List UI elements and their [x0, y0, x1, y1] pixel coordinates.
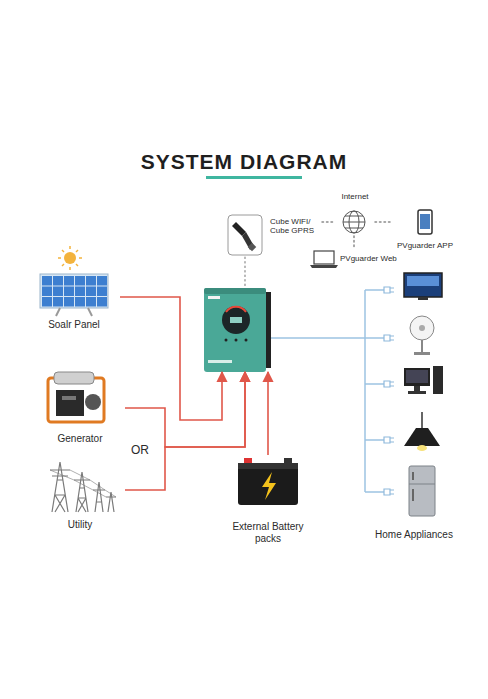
connector-line [267, 372, 269, 455]
fridge-icon [409, 466, 435, 516]
connector-line [120, 297, 222, 420]
connector-line [353, 236, 355, 247]
solar-source: Soalr Panel [28, 244, 120, 332]
battery-icon [238, 458, 298, 505]
plug-symbols [384, 287, 394, 495]
generator-icon [48, 372, 104, 422]
lamp-icon [404, 412, 440, 451]
computer-icon [404, 366, 443, 394]
connector-line [125, 372, 245, 490]
web-client: PVguarder Web [308, 247, 404, 271]
node-label: PVguarder APP [397, 241, 453, 250]
node-label: Cube WIFI/ Cube GPRS [270, 217, 320, 235]
connector-line [322, 221, 335, 223]
internet-cloud: Internet [335, 192, 375, 236]
tv-icon [404, 273, 442, 300]
appliance-group: Home Appliances [360, 268, 468, 540]
phone-icon [418, 210, 432, 234]
connector-line [244, 257, 245, 288]
solar-panel-icon [40, 246, 108, 316]
app-client: PVguarder APP [392, 207, 458, 250]
utility-towers-icon [50, 462, 116, 512]
node-label: Internet [341, 192, 368, 201]
hybrid-inverter [204, 288, 271, 372]
battery-store: External Battery packs [224, 455, 312, 544]
node-label: PVguarder Web [340, 254, 397, 263]
title-underline [206, 176, 302, 179]
node-label: Generator [57, 433, 102, 445]
internet-globe-icon [343, 211, 365, 233]
node-label: Utility [68, 519, 92, 531]
connector-line [375, 221, 392, 223]
node-label: Soalr Panel [48, 319, 100, 331]
connector-line [271, 337, 360, 339]
inverter [204, 288, 271, 372]
appliance-wiring [360, 290, 384, 492]
connector-line [125, 372, 245, 447]
diagram-title: SYSTEM DIAGRAM [0, 150, 488, 174]
node-label: Home Appliances [375, 529, 453, 541]
wifi-module: Cube WIFI/ Cube GPRS [226, 213, 322, 257]
fan-icon [410, 316, 434, 355]
node-label: External Battery packs [228, 521, 308, 544]
note-label: OR [131, 443, 149, 457]
wifi-dongle-icon [228, 215, 262, 255]
utility-source: Utility [35, 458, 125, 530]
generator-source: Generator [35, 368, 125, 444]
laptop-icon [310, 251, 338, 268]
